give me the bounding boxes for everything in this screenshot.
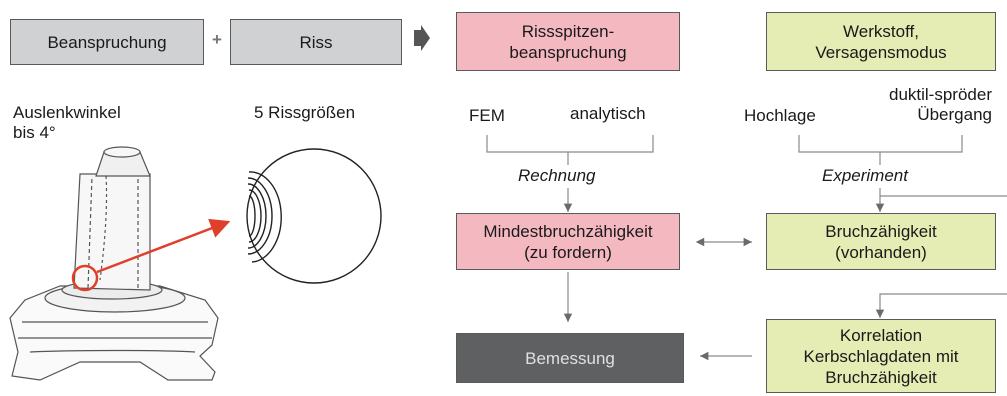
beanspruchung-label: Beanspruchung: [47, 32, 167, 52]
korrelation-label: Korrelation Kerbschlagdaten mit Bruchzäh…: [803, 325, 959, 387]
bruchzaehigkeit-box: Bruchzähigkeit (vorhanden): [766, 213, 996, 270]
experiment-label: Experiment: [822, 166, 908, 185]
werkstoff-label: Werkstoff, Versagensmodus: [815, 21, 947, 62]
implies-arrow: [414, 25, 430, 51]
angle-label: Auslenkwinkel bis 4°: [13, 103, 121, 142]
crack-sizes-label: 5 Rissgrößen: [254, 103, 356, 122]
rechnung-label: Rechnung: [518, 166, 596, 185]
bemessung-label: Bemessung: [525, 348, 615, 368]
werkstoff-box: Werkstoff, Versagensmodus: [766, 12, 996, 71]
crack-sizes-circle: [246, 148, 382, 284]
riss-box: Riss: [230, 19, 402, 65]
hochlage-label: Hochlage: [744, 106, 816, 125]
bruchzaehigkeit-label: Bruchzähigkeit (vorhanden): [825, 221, 937, 262]
rissspitzen-box: Rissspitzen- beanspruchung: [456, 12, 680, 71]
beanspruchung-box: Beanspruchung: [10, 19, 204, 65]
calc-bracket: [486, 135, 654, 212]
riss-label: Riss: [299, 32, 333, 52]
transition-label: duktil-spröder Übergang: [889, 85, 992, 124]
mindestbruchzaehigkeit-label: Mindestbruchzähigkeit (zu fordern): [483, 221, 653, 262]
analytisch-label: analytisch: [570, 104, 646, 123]
plus-sign: +: [212, 30, 222, 49]
korrelation-box: Korrelation Kerbschlagdaten mit Bruchzäh…: [766, 319, 996, 393]
fem-label: FEM: [469, 106, 505, 125]
joint-illustration: [9, 146, 219, 381]
rissspitzen-label: Rissspitzen- beanspruchung: [509, 21, 627, 62]
bemessung-box: Bemessung: [456, 333, 684, 383]
red-pointer-arrow: [96, 218, 231, 274]
crack-location-marker: [71, 264, 99, 292]
mindestbruchzaehigkeit-box: Mindestbruchzähigkeit (zu fordern): [456, 213, 680, 270]
exp-bracket: [798, 135, 1007, 318]
